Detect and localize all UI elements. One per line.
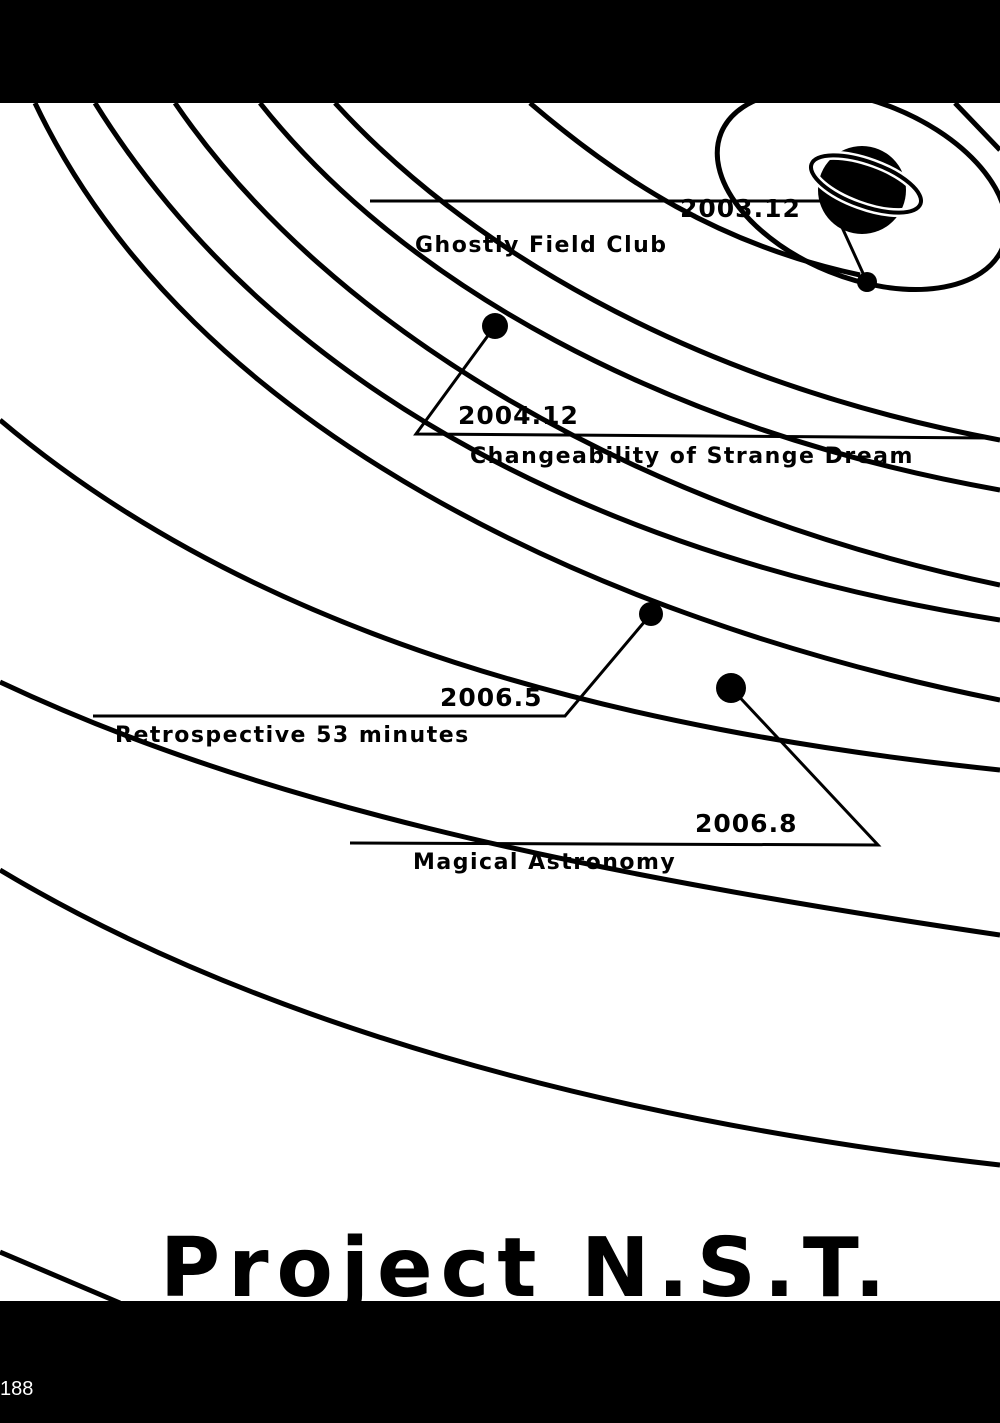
bottom-black-band [0, 1301, 1000, 1423]
leader-line-2004 [413, 325, 991, 440]
milestone-title: Magical Astronomy [413, 850, 677, 875]
orbit-line [0, 418, 1000, 773]
leader-line-2006-8 [349, 686, 882, 847]
orbit-line [0, 867, 1000, 1168]
leader-line-2003 [370, 199, 869, 283]
orbit-line [92, 101, 1000, 623]
page-number: 188 [0, 1378, 34, 1400]
milestone-date: 2003.12 [680, 194, 801, 223]
project-title: Project N.S.T. [160, 1221, 894, 1316]
leader-line-2006-5 [93, 613, 653, 718]
milestone-date: 2004.12 [458, 401, 579, 430]
orbit-line [714, 88, 1000, 292]
orbit-line [32, 101, 1000, 703]
milestone-title: Ghostly Field Club [415, 233, 668, 258]
planet-icon [806, 146, 926, 234]
orbit-line [172, 101, 1000, 588]
orbit-line [258, 101, 1000, 493]
orbit-line [0, 679, 1000, 938]
orbit-line [953, 101, 1000, 152]
orbit-line [0, 1249, 121, 1306]
milestone-title: Retrospective 53 minutes [115, 723, 470, 748]
milestone-title: Changeability of Strange Dream [470, 444, 914, 469]
milestone-date: 2006.5 [440, 683, 543, 712]
top-black-band [0, 0, 1000, 103]
orbit-line [333, 101, 1000, 443]
milestone-date: 2006.8 [695, 809, 798, 838]
